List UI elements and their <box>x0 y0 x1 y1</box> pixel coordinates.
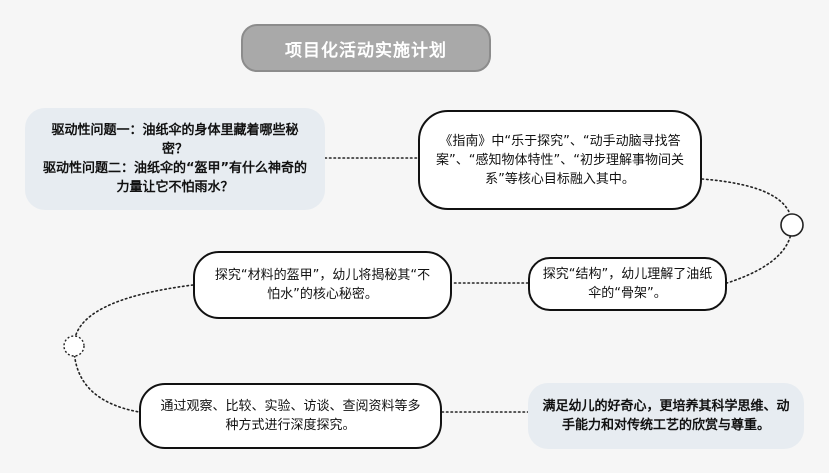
connector-node-left <box>63 335 85 357</box>
connector-node-right <box>780 213 804 237</box>
material-exploration-box: 探究“材料的盔甲”，幼儿将揭秘其“不怕水”的核心秘密。 <box>193 251 452 319</box>
guide-goals-box: 《指南》中“乐于探究”、“动手动脑寻找答案”、“感知物体特性”、“初步理解事物间… <box>418 110 702 210</box>
driving-questions-box: 驱动性问题一：油纸伞的身体里藏着哪些秘密？ 驱动性问题二：油纸伞的“盔甲”有什么… <box>25 108 325 210</box>
goal-box: 满足幼儿的好奇心，更培养其科学思维、动手能力和对传统工艺的欣赏与尊重。 <box>528 383 804 449</box>
structure-exploration-box: 探究“结构”，幼儿理解了油纸伞的“骨架”。 <box>528 257 727 311</box>
driving-question-1: 驱动性问题一：油纸伞的身体里藏着哪些秘密？ <box>51 123 299 157</box>
page-title: 项目化活动实施计划 <box>241 24 491 72</box>
methods-box: 通过观察、比较、实验、访谈、查阅资料等多种方式进行深度探究。 <box>139 383 442 449</box>
driving-question-2: 驱动性问题二：油纸伞的“盔甲”有什么神奇的力量让它不怕雨水？ <box>42 161 308 195</box>
